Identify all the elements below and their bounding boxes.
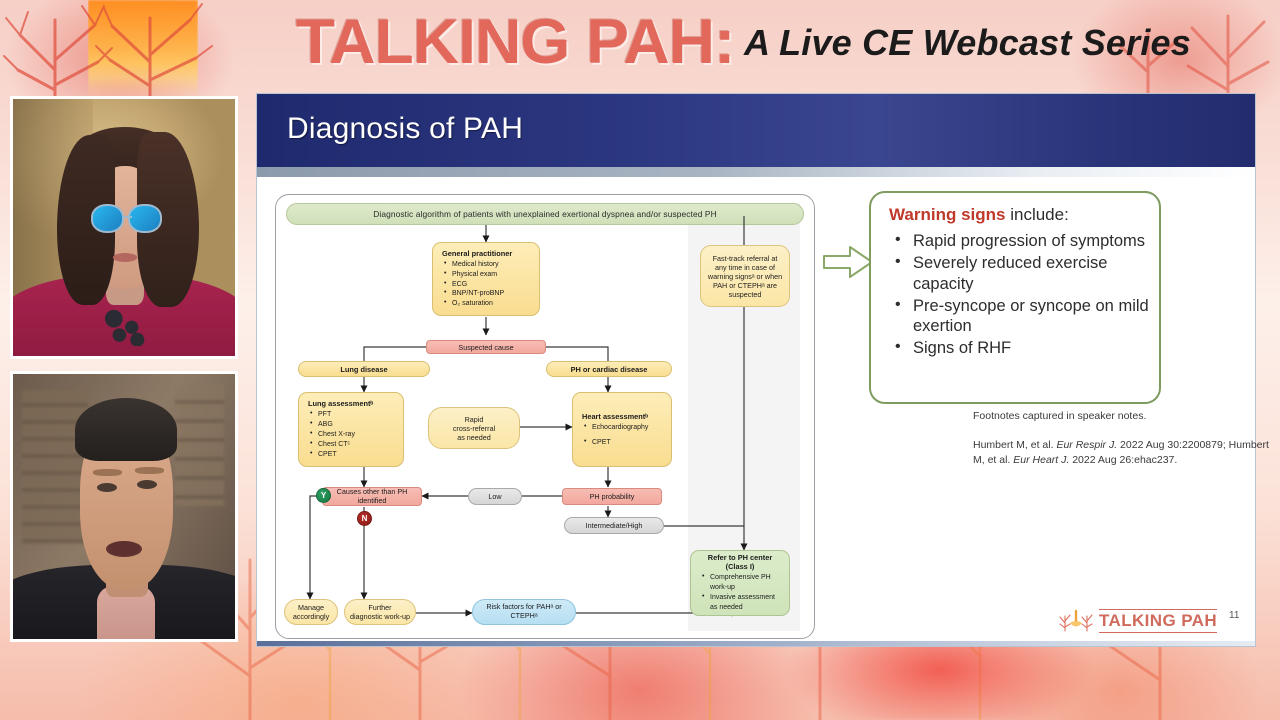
refer-title: Refer to PH center bbox=[707, 553, 773, 563]
slide-bottom-accent bbox=[257, 641, 1255, 646]
banner-subtitle: A Live CE Webcast Series bbox=[744, 22, 1191, 63]
flowchart-node-further-diagnostic-workup: Further diagnostic work-up bbox=[344, 599, 416, 625]
banner-title: TALKING PAH: bbox=[295, 7, 736, 77]
gp-items: Medical history Physical exam ECG BNP/NT… bbox=[435, 259, 537, 310]
flowchart-node-risk-factors: Risk factors for PAHᵃ or CTEPHᵃ bbox=[472, 599, 576, 625]
citation-journal-two: Eur Heart J. bbox=[1013, 453, 1070, 466]
slide-title-bar bbox=[257, 94, 1255, 167]
speaker-two-brow-left bbox=[92, 469, 122, 477]
flowchart-node-suspected-cause: Suspected cause bbox=[426, 340, 546, 354]
heart-assessment-title: Heart assessmentᵇ bbox=[582, 411, 649, 421]
flowchart-node-fast-track-referral: Fast-track referral at any time in case … bbox=[700, 245, 790, 307]
speaker-two-bookshelf-left bbox=[21, 389, 89, 544]
diagnostic-algorithm-flowchart: Diagnostic algorithm of patients with un… bbox=[275, 194, 815, 639]
citation-text: Humbert M, et al. Eur Respir J. 2022 Aug… bbox=[973, 438, 1273, 468]
heart-assessment-items: Echocardiography CPET bbox=[575, 422, 669, 448]
speaker-video-tile-two[interactable] bbox=[10, 371, 238, 642]
speaker-one-eyeglass-left bbox=[90, 204, 124, 233]
speaker-one-mouth bbox=[112, 253, 138, 262]
flowchart-node-heart-assessment: Heart assessmentᵇ Echocardiography CPET bbox=[572, 392, 672, 467]
flowchart-node-refer-to-ph-center: Refer to PH center (Class I) Comprehensi… bbox=[690, 550, 790, 616]
flowchart-node-general-practitioner: General practitioner Medical history Phy… bbox=[432, 242, 540, 316]
lung-logo-icon bbox=[1059, 609, 1093, 632]
flowchart-node-intermediate-high: Intermediate/High bbox=[564, 517, 664, 534]
refer-items: Comprehensive PH work-up Invasive assess… bbox=[693, 572, 787, 613]
speaker-two-eye-right bbox=[137, 480, 158, 489]
heart-assessment-item: Echocardiography bbox=[584, 422, 665, 433]
flowchart-badge-no: N bbox=[357, 511, 372, 526]
footnote-speaker-notes: Footnotes captured in speaker notes. bbox=[973, 410, 1147, 422]
flowchart-node-ph-probability: PH probability bbox=[562, 488, 662, 505]
gp-item: ECG bbox=[444, 279, 533, 290]
speaker-two-mouth bbox=[106, 540, 142, 557]
speaker-one-necklace bbox=[97, 307, 153, 346]
lung-assessment-item: PFT bbox=[310, 409, 397, 420]
flowchart-node-causes-other-than-ph: Causes other than PH identified bbox=[322, 487, 422, 506]
webcast-banner: TALKING PAH: A Live CE Webcast Series bbox=[0, 0, 1280, 93]
warning-signs-list: Rapid progression of symptoms Severely r… bbox=[887, 230, 1149, 361]
citation-author-one: Humbert M, et al. bbox=[973, 439, 1057, 451]
flowchart-node-manage-accordingly: Manage accordingly bbox=[284, 599, 338, 625]
slide-title-divider bbox=[257, 167, 1255, 177]
flowchart-node-low: Low bbox=[468, 488, 522, 505]
flowchart-header-banner: Diagnostic algorithm of patients with un… bbox=[286, 203, 804, 225]
warning-signs-item: Rapid progression of symptoms bbox=[887, 230, 1149, 251]
speaker-video-tile-one[interactable] bbox=[10, 96, 238, 359]
warning-signs-item: Severely reduced exercise capacity bbox=[887, 252, 1149, 294]
lung-assessment-item: Chest X-ray bbox=[310, 429, 397, 440]
warning-signs-lead: Warning signs include: bbox=[889, 205, 1069, 225]
flowchart-badge-yes: Y bbox=[316, 488, 331, 503]
presentation-slide[interactable]: Diagnosis of PAH Diagnostic algorithm of… bbox=[256, 93, 1269, 647]
warning-signs-lead-rest: include: bbox=[1005, 205, 1069, 224]
citation-rest-two: 2022 Aug 26:ehac237. bbox=[1069, 453, 1178, 466]
lung-assessment-item: ABG bbox=[310, 419, 397, 430]
speaker-one-eyeglass-bridge bbox=[124, 215, 132, 218]
slide-title: Diagnosis of PAH bbox=[287, 112, 524, 145]
gp-item: BNP/NT-proBNP bbox=[444, 288, 533, 299]
lung-assessment-item: Chest CTᶜ bbox=[310, 439, 397, 450]
warning-signs-callout: Warning signs include: Rapid progression… bbox=[869, 191, 1161, 404]
speaker-one-eyeglass-right bbox=[128, 204, 162, 233]
flowchart-node-lung-assessment: Lung assessmentᵇ PFT ABG Chest X-ray Che… bbox=[298, 392, 404, 467]
slide-page-number: 11 bbox=[1229, 610, 1240, 621]
flowchart-node-rapid-cross-referral: Rapid cross-referral as needed bbox=[428, 407, 520, 449]
flowchart-node-lung-disease: Lung disease bbox=[298, 361, 430, 377]
logo-wordmark: TALKING PAH bbox=[1099, 609, 1218, 633]
green-arrow-icon bbox=[823, 246, 873, 278]
warning-signs-item: Pre-syncope or syncope on mild exertion bbox=[887, 295, 1149, 337]
gp-item: Physical exam bbox=[444, 269, 533, 280]
gp-title: General practitioner bbox=[442, 248, 513, 258]
refer-subtitle: (Class I) bbox=[725, 562, 755, 572]
speaker-two-bookshelf-right bbox=[175, 384, 224, 507]
warning-signs-item: Signs of RHF bbox=[887, 337, 1149, 358]
slide-footer-logo: TALKING PAH 11 bbox=[1057, 607, 1240, 635]
speaker-two-frame bbox=[13, 374, 235, 639]
speaker-two-eye-left bbox=[97, 482, 118, 492]
lung-assessment-item: CPET bbox=[310, 449, 397, 460]
speaker-one-frame bbox=[13, 99, 235, 356]
speaker-two-brow-right bbox=[135, 466, 164, 474]
lung-assessment-title: Lung assessmentᵇ bbox=[308, 399, 374, 409]
warning-signs-lead-bold: Warning signs bbox=[889, 205, 1006, 224]
citation-journal-one: Eur Respir J. bbox=[1056, 439, 1118, 451]
gp-item: Medical history bbox=[444, 259, 533, 270]
lung-assessment-items: PFT ABG Chest X-ray Chest CTᶜ CPET bbox=[301, 409, 401, 460]
refer-item: Comprehensive PH work-up bbox=[702, 572, 783, 593]
speaker-two-hair bbox=[75, 397, 178, 462]
refer-item: Invasive assessment as needed bbox=[702, 592, 783, 613]
heart-assessment-item: CPET bbox=[584, 437, 665, 448]
citation-rest-one: 2022 Aug 30:2200879; Humbert M, et al. bbox=[973, 439, 1269, 466]
flowchart-node-ph-or-cardiac-disease: PH or cardiac disease bbox=[546, 361, 672, 377]
gp-item: O₂ saturation bbox=[444, 298, 533, 309]
